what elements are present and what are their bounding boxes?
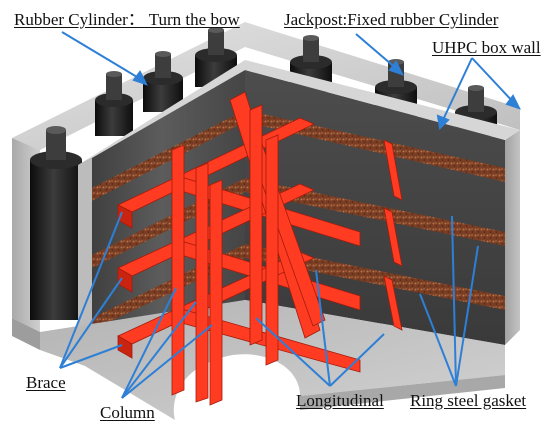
steel-columns <box>171 104 279 406</box>
rubber-cylinder <box>95 71 133 136</box>
label-jackpost: Jackpost:Fixed rubber Cylinder <box>284 10 499 29</box>
rubber-cylinder <box>30 126 82 320</box>
label-column: Column <box>100 403 155 422</box>
longitudinal-bars <box>383 139 403 331</box>
label-ring-gasket: Ring steel gasket <box>410 391 527 410</box>
gaskets-back-wall <box>245 110 505 310</box>
label-uhpc-wall: UHPC box wall <box>432 38 541 57</box>
wall-top-edge <box>78 60 520 165</box>
floor-front-edge <box>300 375 505 410</box>
label-rubber-cylinder: Rubber Cylinder： Turn the bow <box>14 10 240 29</box>
label-longitudinal: Longitudinal <box>296 391 384 410</box>
floor-slab-edge <box>12 318 40 350</box>
leader-lines <box>59 31 521 399</box>
label-brace: Brace <box>26 373 66 392</box>
wall-cut-face-right <box>505 130 520 345</box>
wall-cut-face <box>78 158 92 340</box>
